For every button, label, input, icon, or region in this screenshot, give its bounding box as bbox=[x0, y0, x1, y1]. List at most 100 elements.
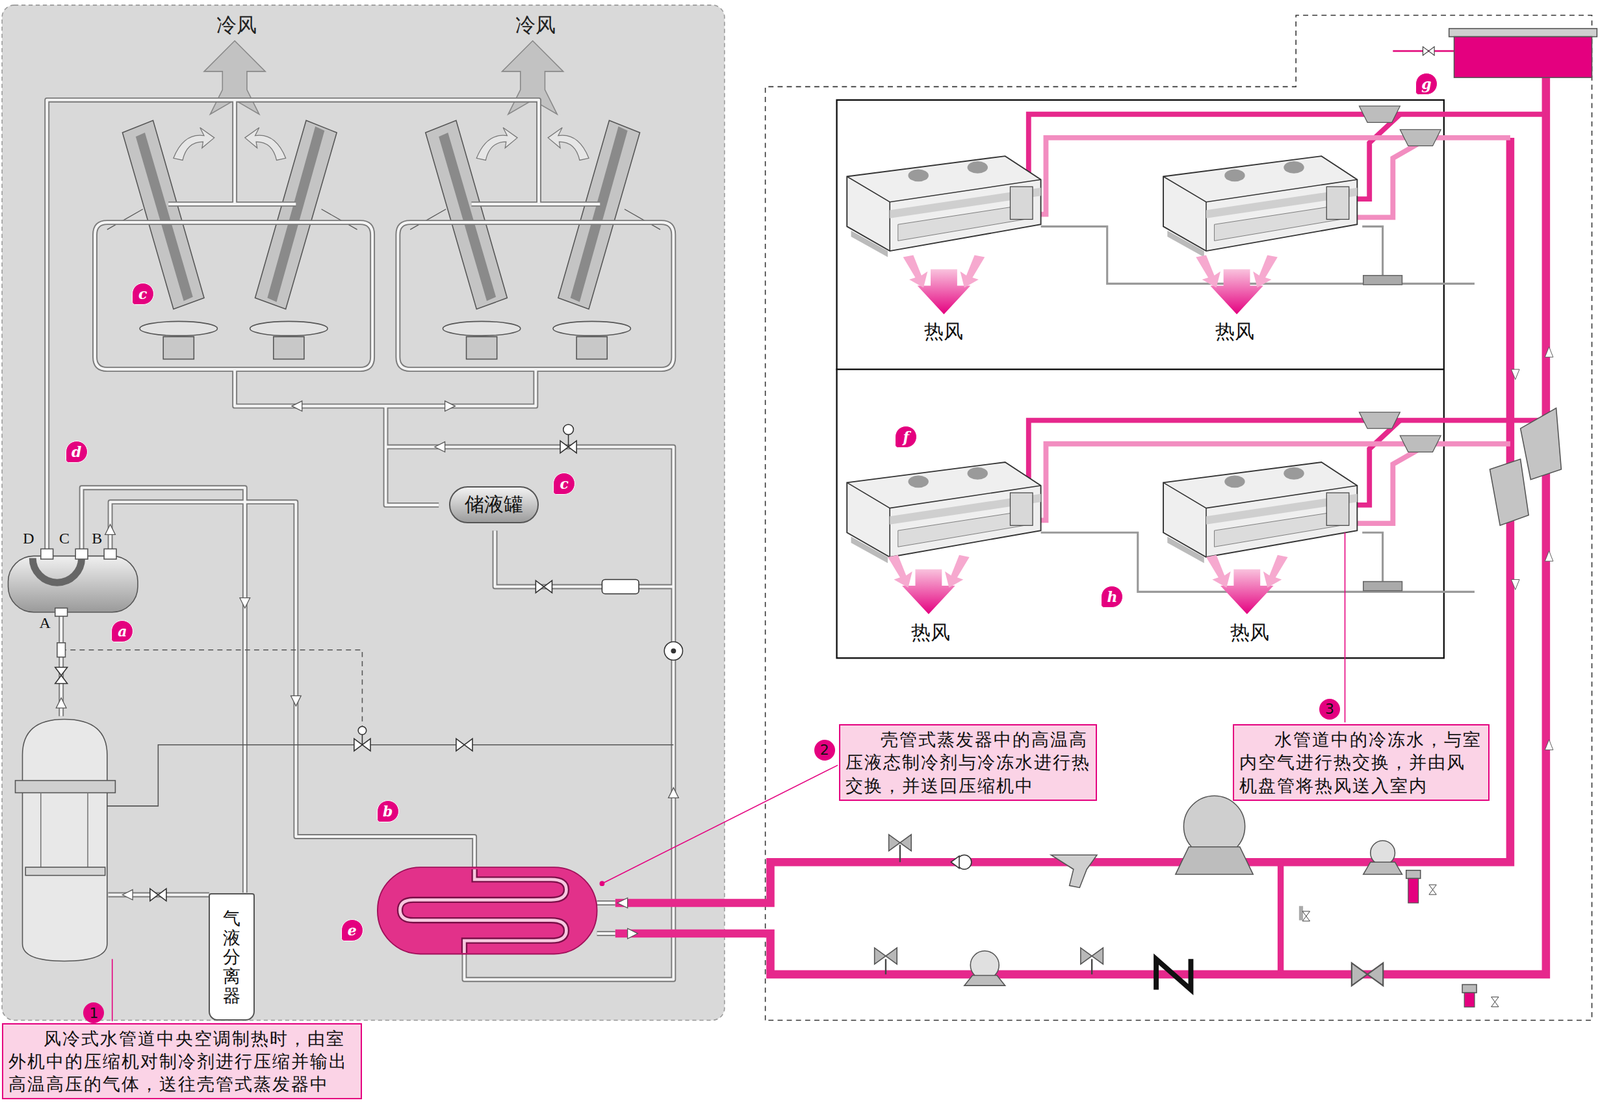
compressor bbox=[87, 792, 89, 868]
heating-scheme bbox=[1, 5, 1597, 1021]
hot-wind-arrow bbox=[1206, 554, 1289, 615]
port-name: C bbox=[59, 529, 70, 548]
water-pipe bbox=[1510, 369, 1520, 380]
water-loop-fitting bbox=[874, 947, 898, 964]
refrigerant-pipe bbox=[46, 100, 674, 980]
fan-coil-unit bbox=[846, 462, 1041, 563]
room bbox=[837, 369, 1445, 658]
callout-number: 2 bbox=[814, 739, 836, 761]
port-name: B bbox=[91, 529, 103, 548]
flow-arrow bbox=[55, 400, 679, 900]
indoor-boundary bbox=[765, 15, 1593, 1021]
control-line bbox=[57, 642, 674, 806]
shell-tube-evaporator bbox=[377, 866, 598, 954]
water-loop-fitting bbox=[885, 958, 887, 975]
compressor bbox=[40, 792, 42, 868]
water-pipe bbox=[1489, 458, 1529, 526]
port-name: D bbox=[22, 529, 34, 548]
wind-label: 热风 bbox=[924, 318, 964, 346]
water-loop-fitting bbox=[1370, 840, 1396, 865]
water-loop-fitting bbox=[1351, 962, 1383, 986]
valve-symbol bbox=[55, 666, 68, 684]
condensate-drain bbox=[1362, 226, 1383, 277]
fan-coil-unit bbox=[1163, 462, 1357, 563]
part-letter: d bbox=[65, 440, 88, 463]
flow-arrow bbox=[668, 787, 679, 799]
water-loop-fitting bbox=[1080, 947, 1104, 964]
expansion-tank bbox=[1449, 28, 1598, 38]
outdoor-unit-panel bbox=[1, 5, 725, 1021]
valve-symbol bbox=[563, 424, 574, 435]
flow-arrow bbox=[445, 400, 456, 412]
condenser-coil bbox=[410, 120, 661, 359]
fan-coil-unit bbox=[846, 155, 1041, 257]
condensate-drain bbox=[1041, 226, 1475, 592]
water-loop-fitting bbox=[1406, 870, 1421, 879]
compressor bbox=[25, 866, 105, 876]
water-loop-fitting bbox=[1091, 958, 1093, 975]
room bbox=[837, 100, 1445, 370]
four-way-valve bbox=[75, 548, 88, 559]
cold-wind-arrow bbox=[204, 40, 564, 115]
water-loop-fitting bbox=[1156, 958, 1191, 990]
cold-wind-arrow bbox=[502, 40, 564, 115]
control-line bbox=[57, 642, 66, 658]
water-loop-fitting bbox=[899, 844, 901, 863]
valve-symbol bbox=[601, 579, 639, 594]
control-line bbox=[61, 649, 362, 733]
fan-coil-unit bbox=[1163, 155, 1357, 257]
callout-box: 风冷式水管道中央空调制热时，由室外机中的压缩机对制冷剂进行压缩并输出高温高压的气… bbox=[1, 1022, 362, 1099]
water-loop-fitting bbox=[1462, 984, 1477, 994]
refrigerant-pipe bbox=[46, 100, 674, 980]
water-loop-fitting bbox=[1363, 861, 1403, 875]
expansion-tank bbox=[1454, 37, 1593, 78]
valve-symbol bbox=[664, 641, 683, 660]
wind-label: 热风 bbox=[911, 619, 951, 646]
wind-label: 冷风 bbox=[515, 11, 556, 39]
leader-line bbox=[1344, 532, 1346, 723]
four-way-valve bbox=[8, 555, 138, 612]
water-pipe bbox=[627, 928, 639, 939]
node-text: 风冷式水管道中央空调制热时，由室外机中的压缩机对制冷剂进行压缩并输出高温高压的气… bbox=[8, 1026, 356, 1096]
wind-label: 热风 bbox=[1215, 318, 1255, 346]
fan-coil-unit bbox=[846, 155, 1357, 563]
compressor bbox=[22, 718, 108, 961]
callout-box: 壳管式蒸发器中的高温高压液态制冷剂与冷冻水进行热交换，并送回压缩机中 bbox=[838, 723, 1097, 800]
water-loop-fitting bbox=[1299, 905, 1304, 921]
valve-symbol bbox=[358, 725, 367, 735]
hot-wind-arrow bbox=[887, 554, 970, 615]
water-loop-fitting bbox=[1302, 911, 1310, 921]
four-way-valve bbox=[32, 558, 82, 583]
water-loop-fitting bbox=[1050, 854, 1097, 888]
hot-wind-arrow bbox=[1195, 254, 1278, 314]
flow-arrow bbox=[291, 400, 303, 412]
water-pipe bbox=[615, 76, 1562, 975]
valve-symbol bbox=[670, 647, 676, 654]
condensate-drain bbox=[1362, 532, 1383, 583]
flow-arrow bbox=[434, 441, 446, 453]
control-line bbox=[107, 744, 674, 806]
part-letter: b bbox=[376, 800, 400, 823]
water-loop-fitting bbox=[874, 795, 1499, 1007]
callout-box: 水管道中的冷冻水，与室内空气进行热交换，并由风机盘管将热风送入室内 bbox=[1232, 723, 1491, 800]
flow-arrow bbox=[239, 597, 251, 609]
part-letter: c bbox=[131, 282, 155, 305]
refrigerant-pipe bbox=[46, 100, 674, 980]
flow-arrow bbox=[105, 524, 116, 535]
node-text: 气液分离器 bbox=[222, 908, 241, 1005]
water-pipe bbox=[1277, 861, 1284, 975]
shell-tube-evaporator bbox=[400, 868, 567, 953]
water-pipe bbox=[1544, 347, 1554, 358]
condenser-coil bbox=[107, 120, 661, 359]
expansion-tank bbox=[1422, 46, 1435, 56]
water-pipe bbox=[1544, 739, 1554, 750]
condensate-drain bbox=[1363, 581, 1403, 591]
wind-label: 冷风 bbox=[216, 11, 257, 39]
four-way-valve bbox=[8, 548, 138, 617]
node-text: 储液罐 bbox=[464, 491, 524, 518]
node-text: 壳管式蒸发器中的高温高压液态制冷剂与冷冻水进行热交换，并送回压缩机中 bbox=[845, 727, 1091, 797]
port-name: A bbox=[38, 614, 51, 632]
part-letter: f bbox=[894, 425, 917, 448]
water-pipe bbox=[1520, 408, 1562, 480]
